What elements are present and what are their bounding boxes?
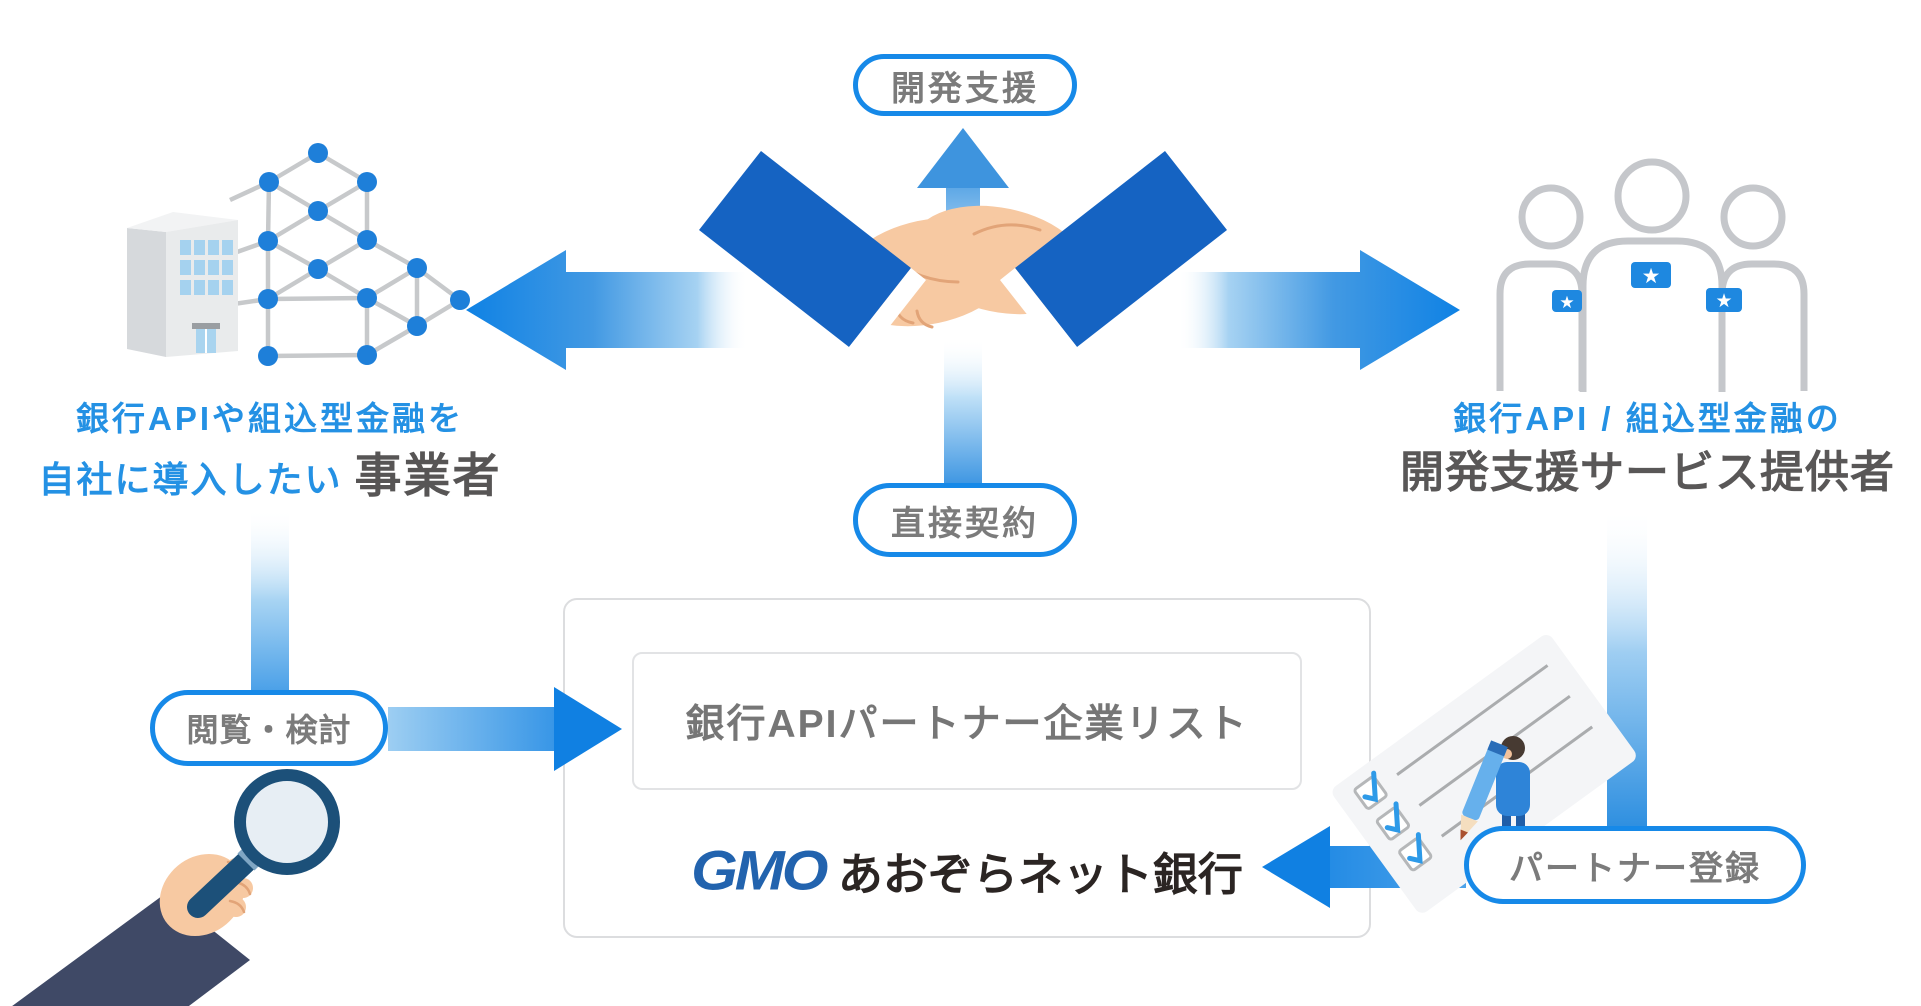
- dev-support-pill: 開発支援: [853, 54, 1077, 116]
- left-entity-caption: 銀行APIや組込型金融を 自社に導入したい 事業者: [30, 398, 510, 506]
- partner-register-pill: パートナー登録: [1464, 826, 1806, 904]
- arrow-right-icon: [1178, 250, 1460, 370]
- star-badge-icons: ★ ★ ★: [1559, 264, 1732, 313]
- left-entity-emphasis: 事業者: [354, 449, 502, 503]
- building-icon: [127, 212, 238, 357]
- api-network-icon: [219, 143, 470, 366]
- service-providers-icon: ★ ★ ★: [1496, 158, 1808, 392]
- left-entity-line2: 自社に導入したい 事業者: [38, 449, 502, 503]
- svg-text:★: ★: [1642, 264, 1661, 288]
- right-entity-caption: 銀行API / 組込型金融の 開発支援サービス提供者: [1385, 398, 1910, 500]
- svg-text:★: ★: [1715, 290, 1732, 312]
- magnifying-glass-icon: [12, 769, 340, 1006]
- bank-logo: GMO あおぞらネット銀行: [563, 836, 1371, 905]
- left-flow-bar: [251, 508, 289, 692]
- gmo-logo-mark: GMO: [691, 839, 828, 902]
- gmo-logo-name: あおぞらネット銀行: [837, 849, 1243, 900]
- browse-review-pill: 閲覧・検討: [150, 690, 388, 766]
- left-entity-line1: 銀行APIや組込型金融を: [75, 400, 464, 437]
- browse-arrow-icon: [388, 687, 622, 771]
- partner-list-box: 銀行APIパートナー企業リスト: [632, 652, 1302, 790]
- arrow-left-icon: [466, 250, 748, 370]
- right-entity-line1: 銀行API / 組込型金融の: [1453, 400, 1842, 437]
- right-flow-bar: [1607, 508, 1647, 828]
- direct-contract-pill: 直接契約: [853, 483, 1077, 557]
- right-entity-line2: 開発支援サービス提供者: [1400, 448, 1895, 498]
- handshake-icon: [699, 151, 1227, 359]
- arrow-down-shaft: [944, 338, 982, 486]
- svg-text:★: ★: [1559, 293, 1574, 313]
